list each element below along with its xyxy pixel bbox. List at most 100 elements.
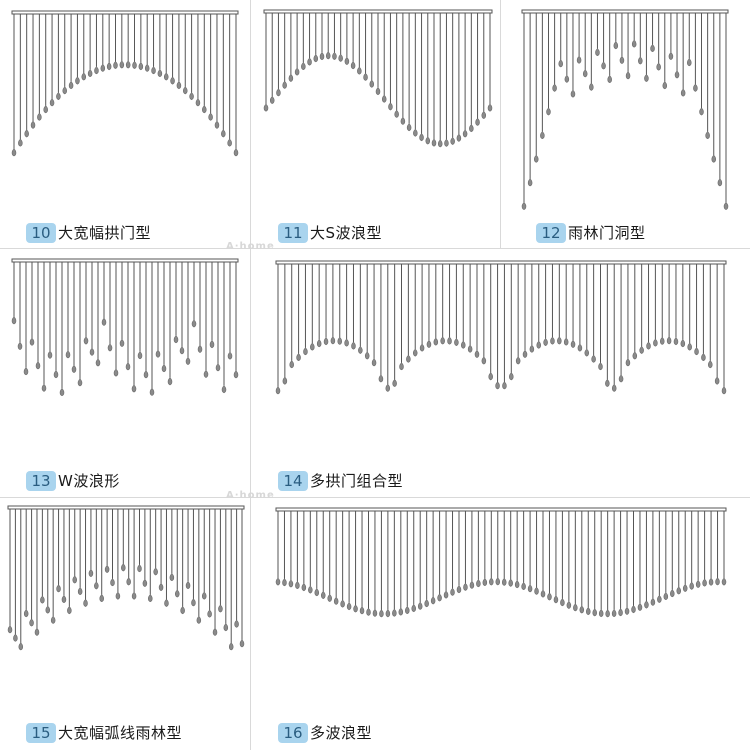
- teardrop-bead: [107, 343, 113, 352]
- teardrop-bead: [378, 374, 384, 383]
- teardrop-bead: [372, 609, 378, 617]
- teardrop-bead: [208, 112, 213, 121]
- teardrop-bead: [536, 341, 541, 349]
- teardrop-bead: [121, 563, 126, 572]
- teardrop-bead: [656, 62, 661, 71]
- teardrop-bead: [189, 92, 194, 101]
- teardrop-bead: [56, 584, 61, 593]
- teardrop-bead: [406, 355, 411, 363]
- brand-watermark: A·home: [226, 241, 275, 252]
- teardrop-bead: [333, 597, 339, 605]
- teardrop-bead: [495, 577, 501, 586]
- teardrop-bead: [17, 342, 23, 350]
- teardrop-bead: [646, 341, 651, 350]
- teardrop-bead: [263, 103, 269, 112]
- teardrop-bead: [338, 54, 343, 62]
- teardrop-bead: [431, 138, 437, 147]
- style-name-label: 雨林门洞型: [568, 224, 646, 242]
- teardrop-bead: [202, 105, 207, 114]
- teardrop-bead: [276, 88, 281, 97]
- teardrop-bead: [138, 62, 144, 71]
- teardrop-bead: [412, 348, 418, 357]
- teardrop-bead: [68, 81, 74, 90]
- teardrop-bead: [637, 603, 643, 611]
- teardrop-bead: [176, 81, 182, 90]
- teardrop-bead: [125, 362, 131, 371]
- teardrop-bead: [164, 599, 169, 607]
- panel-s-wave: 11 大S波浪型: [250, 0, 500, 248]
- teardrop-bead: [631, 39, 637, 48]
- teardrop-bead: [50, 616, 56, 624]
- style-number-badge: 14: [278, 470, 308, 491]
- teardrop-bead: [552, 84, 557, 92]
- teardrop-bead: [476, 579, 481, 588]
- teardrop-bead: [695, 580, 701, 588]
- teardrop-bead: [487, 103, 493, 112]
- teardrop-bead: [53, 370, 59, 379]
- teardrop-bead: [301, 583, 307, 592]
- teardrop-bead: [239, 639, 245, 648]
- teardrop-bead: [444, 139, 449, 147]
- teardrop-bead: [351, 341, 356, 350]
- teardrop-bead: [573, 603, 578, 612]
- style-name-label: 大宽幅弧线雨林型: [58, 724, 183, 742]
- teardrop-bead: [209, 340, 215, 349]
- teardrop-bead: [325, 51, 331, 60]
- teardrop-bead: [467, 344, 473, 353]
- teardrop-bead: [207, 609, 212, 618]
- teardrop-bead: [143, 370, 149, 379]
- teardrop-bead: [521, 202, 527, 210]
- teardrop-bead: [705, 131, 710, 140]
- teardrop-bead: [142, 579, 148, 587]
- teardrop-bead: [676, 586, 682, 595]
- teardrop-bead: [131, 591, 137, 600]
- caption: 12 雨林门洞型: [536, 222, 646, 243]
- teardrop-bead: [550, 336, 555, 345]
- teardrop-bead: [687, 58, 692, 67]
- panel-multi-wave: 16 多波浪型: [250, 498, 750, 750]
- teardrop-bead: [81, 72, 87, 81]
- teardrop-bead: [214, 121, 220, 129]
- curtain-rod: [275, 260, 727, 265]
- teardrop-bead: [584, 348, 590, 357]
- teardrop-bead: [282, 81, 287, 89]
- teardrop-bead: [488, 372, 493, 381]
- teardrop-bead: [340, 599, 345, 608]
- caption: 13 W波浪形: [26, 470, 120, 491]
- teardrop-bead: [106, 62, 112, 71]
- teardrop-bead: [175, 589, 180, 598]
- teardrop-bead: [413, 128, 418, 137]
- teardrop-bead: [721, 386, 727, 395]
- teardrop-bead: [666, 336, 672, 345]
- teardrop-bead: [179, 346, 185, 355]
- teardrop-bead: [313, 54, 319, 63]
- teardrop-bead: [624, 607, 630, 615]
- curtain-rod: [263, 9, 493, 14]
- panel-w-wave: 13 W波浪形: [0, 249, 250, 497]
- teardrop-bead: [463, 583, 468, 591]
- teardrop-bead: [540, 131, 545, 140]
- teardrop-bead: [83, 599, 88, 607]
- teardrop-bead: [475, 118, 480, 126]
- teardrop-bead: [399, 362, 404, 371]
- teardrop-bead: [71, 365, 77, 373]
- teardrop-bead: [87, 69, 93, 78]
- teardrop-bead: [639, 346, 644, 354]
- teardrop-bead: [308, 585, 313, 594]
- teardrop-bead: [132, 61, 137, 69]
- teardrop-bead: [522, 350, 528, 358]
- teardrop-bead: [344, 338, 349, 347]
- teardrop-bead: [18, 642, 24, 651]
- teardrop-bead: [337, 337, 343, 345]
- panel-rainforest-doorway: 12 雨林门洞型: [500, 0, 750, 248]
- teardrop-bead: [227, 138, 232, 147]
- teardrop-bead: [560, 598, 565, 607]
- style-number-badge: 13: [26, 470, 56, 491]
- teardrop-bead: [659, 337, 665, 345]
- panel-multi-arch: 14 多拱门组合型: [250, 249, 750, 497]
- divider: [500, 0, 501, 248]
- teardrop-bead: [437, 593, 442, 602]
- teardrop-bead: [618, 608, 623, 617]
- teardrop-bead: [35, 361, 41, 370]
- teardrop-bead: [319, 52, 325, 61]
